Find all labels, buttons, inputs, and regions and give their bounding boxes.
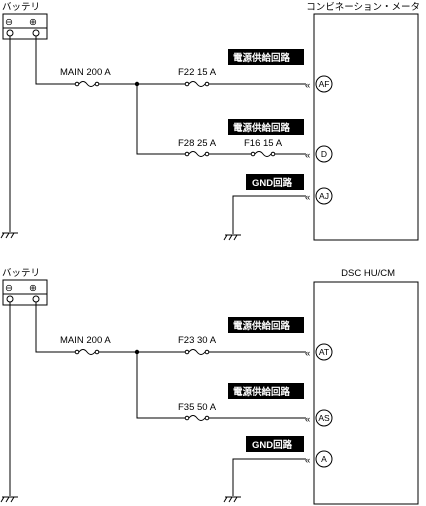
bottom-pin-2-label: AS <box>318 413 330 423</box>
top-tag-1 <box>228 49 304 65</box>
bottom-battery-neg-terminal <box>6 295 14 303</box>
bottom-battery-label: バッテリ <box>2 268 40 279</box>
bottom-fuse-1-icon <box>184 349 210 355</box>
bottom-main-fuse-icon <box>74 349 100 355</box>
top-main-fuse-label: MAIN 200 A <box>60 67 111 78</box>
top-module-box <box>313 13 419 241</box>
bottom-pin-3-label: A <box>321 454 327 464</box>
top-fuse-2-label: F28 25 A <box>178 138 217 149</box>
top-pin-2-arrow: « <box>305 150 310 161</box>
top-module-title: コンビネーション・メータ <box>306 2 420 13</box>
bottom-pin-3-arrow: « <box>305 455 310 466</box>
top-fuse-3-icon <box>250 151 276 157</box>
top-pin-3-arrow: « <box>305 192 310 203</box>
bottom-tag-3 <box>246 436 304 452</box>
top-battery-neg-terminal <box>6 29 14 37</box>
bottom-pin-1-arrow: « <box>305 348 310 359</box>
bottom-battery-box <box>2 279 48 306</box>
bottom-battery-pos-terminal <box>32 295 40 303</box>
bottom-pin-1-label: AT <box>319 347 329 357</box>
bottom-pin-3 <box>315 450 333 468</box>
bottom-fuse-2-icon <box>184 415 210 421</box>
top-tag-2 <box>228 119 304 135</box>
top-battery-box <box>2 13 48 40</box>
bottom-battery-pos: ⊕ <box>29 283 37 294</box>
top-battery-pos: ⊕ <box>29 17 37 28</box>
bottom-tag-2-text: 電源供給回路 <box>233 386 291 398</box>
bottom-battery-neg: ⊖ <box>5 283 13 294</box>
bottom-pin-2 <box>315 409 333 427</box>
top-pin-3-label: AJ <box>319 191 329 201</box>
bottom-tag-2 <box>228 383 304 399</box>
top-battery-label: バッテリ <box>2 2 40 13</box>
bottom-tag-1-text: 電源供給回路 <box>233 320 291 332</box>
top-fuse-1-label: F22 15 A <box>178 67 217 78</box>
top-tag-3 <box>246 174 304 190</box>
bottom-tag-1 <box>228 317 304 333</box>
top-battery-pos-terminal <box>32 29 40 37</box>
top-tag-3-text: GND回路 <box>252 177 293 189</box>
top-fuse-3-label: F16 15 A <box>244 138 283 149</box>
bottom-pin-1 <box>315 343 333 361</box>
top-fuse-2-icon <box>184 151 210 157</box>
top-battery-neg: ⊖ <box>5 17 13 28</box>
top-tag-1-text: 電源供給回路 <box>233 52 291 64</box>
bottom-main-fuse-label: MAIN 200 A <box>60 335 111 346</box>
top-pin-2 <box>315 145 333 163</box>
top-tag-2-text: 電源供給回路 <box>233 122 291 134</box>
top-fuse-1-icon <box>184 81 210 87</box>
bottom-diagram: バッテリ ⊖ ⊕ MAIN 200 A F23 30 A <box>0 268 419 505</box>
bottom-fuse-2-label: F35 50 A <box>178 402 217 413</box>
top-diagram: バッテリ ⊖ ⊕ MAIN 200 A F22 15 A <box>0 2 420 241</box>
top-pin-1-arrow: « <box>305 80 310 91</box>
bottom-tag-3-text: GND回路 <box>252 439 293 451</box>
bottom-battery-ground-icon <box>0 496 18 503</box>
top-main-fuse-icon <box>74 81 100 87</box>
top-pin-3 <box>315 187 333 205</box>
top-pin-2-label: D <box>321 149 327 159</box>
bottom-fuse-1-label: F23 30 A <box>178 335 217 346</box>
top-gnd-ground-icon <box>223 234 241 241</box>
top-pin-1 <box>315 75 333 93</box>
bottom-pin-2-arrow: « <box>305 414 310 425</box>
bottom-module-box <box>313 281 419 505</box>
bottom-module-title: DSC HU/CM <box>341 268 395 279</box>
top-battery-ground-icon <box>0 232 18 239</box>
top-pin-1-label: AF <box>319 79 330 89</box>
bottom-gnd-ground-icon <box>223 496 241 503</box>
